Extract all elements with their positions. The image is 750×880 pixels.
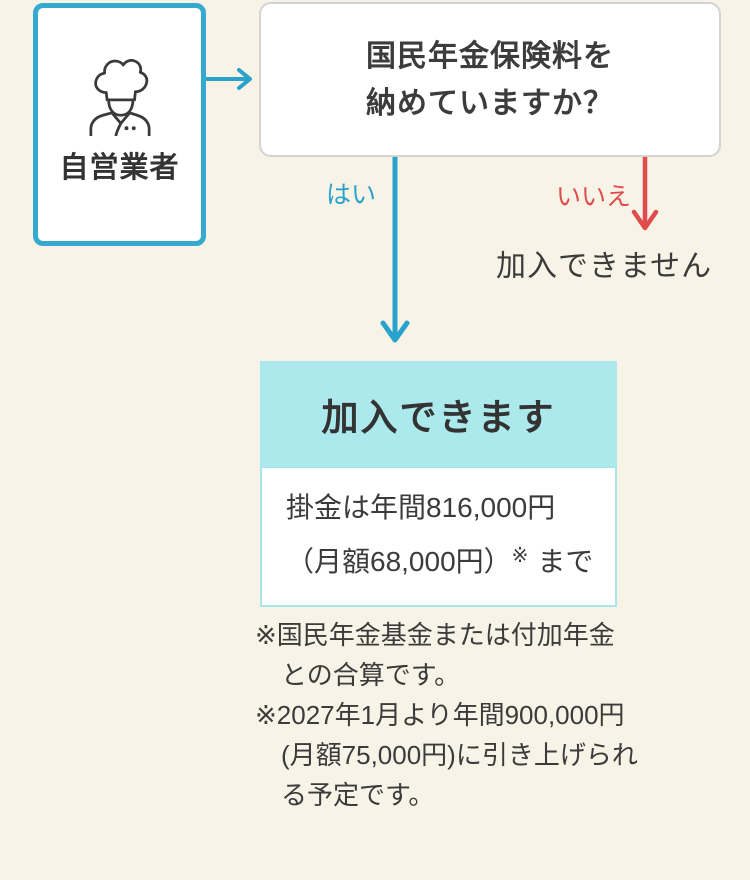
arrow-right-icon: [205, 62, 254, 101]
question-node: 国民年金保険料を 納めていますか？: [259, 2, 721, 157]
question-text: 国民年金保険料を 納めていますか？: [366, 39, 614, 120]
yes-branch-label: はい: [326, 181, 377, 209]
start-node-self-employed: 自営業者: [33, 3, 206, 246]
approved-result-title: 加入できます: [321, 396, 556, 438]
footnote-2: ※2027年1月より年間900,000円 (月額75,000円)に引き上げられ …: [255, 700, 638, 810]
chef-icon: [86, 54, 154, 137]
contribution-line-2-tail: まで: [537, 546, 594, 577]
footnote-marker: ※: [511, 545, 529, 567]
no-result-text: 加入できません: [496, 250, 713, 283]
contribution-line-2-amount: （月額68,000円）: [286, 546, 512, 577]
contribution-line-1: 掛金は年間816,000円: [286, 492, 556, 523]
contribution-detail-box: 掛金は年間816,000円 （月額68,000円）※ まで: [260, 466, 617, 607]
no-branch-label: いいえ: [556, 183, 632, 211]
start-node-label: 自営業者: [59, 152, 180, 184]
arrow-down-no-icon: [627, 154, 663, 238]
footnote-1: ※国民年金基金または付加年金 との合算です。: [255, 620, 615, 690]
footnotes: ※国民年金基金または付加年金 との合算です。 ※2027年1月より年間900,0…: [255, 615, 735, 815]
arrow-down-yes-icon: [377, 154, 413, 350]
approved-result-header: 加入できます: [260, 361, 617, 466]
contribution-line-2: （月額68,000円）※ まで: [286, 532, 615, 586]
